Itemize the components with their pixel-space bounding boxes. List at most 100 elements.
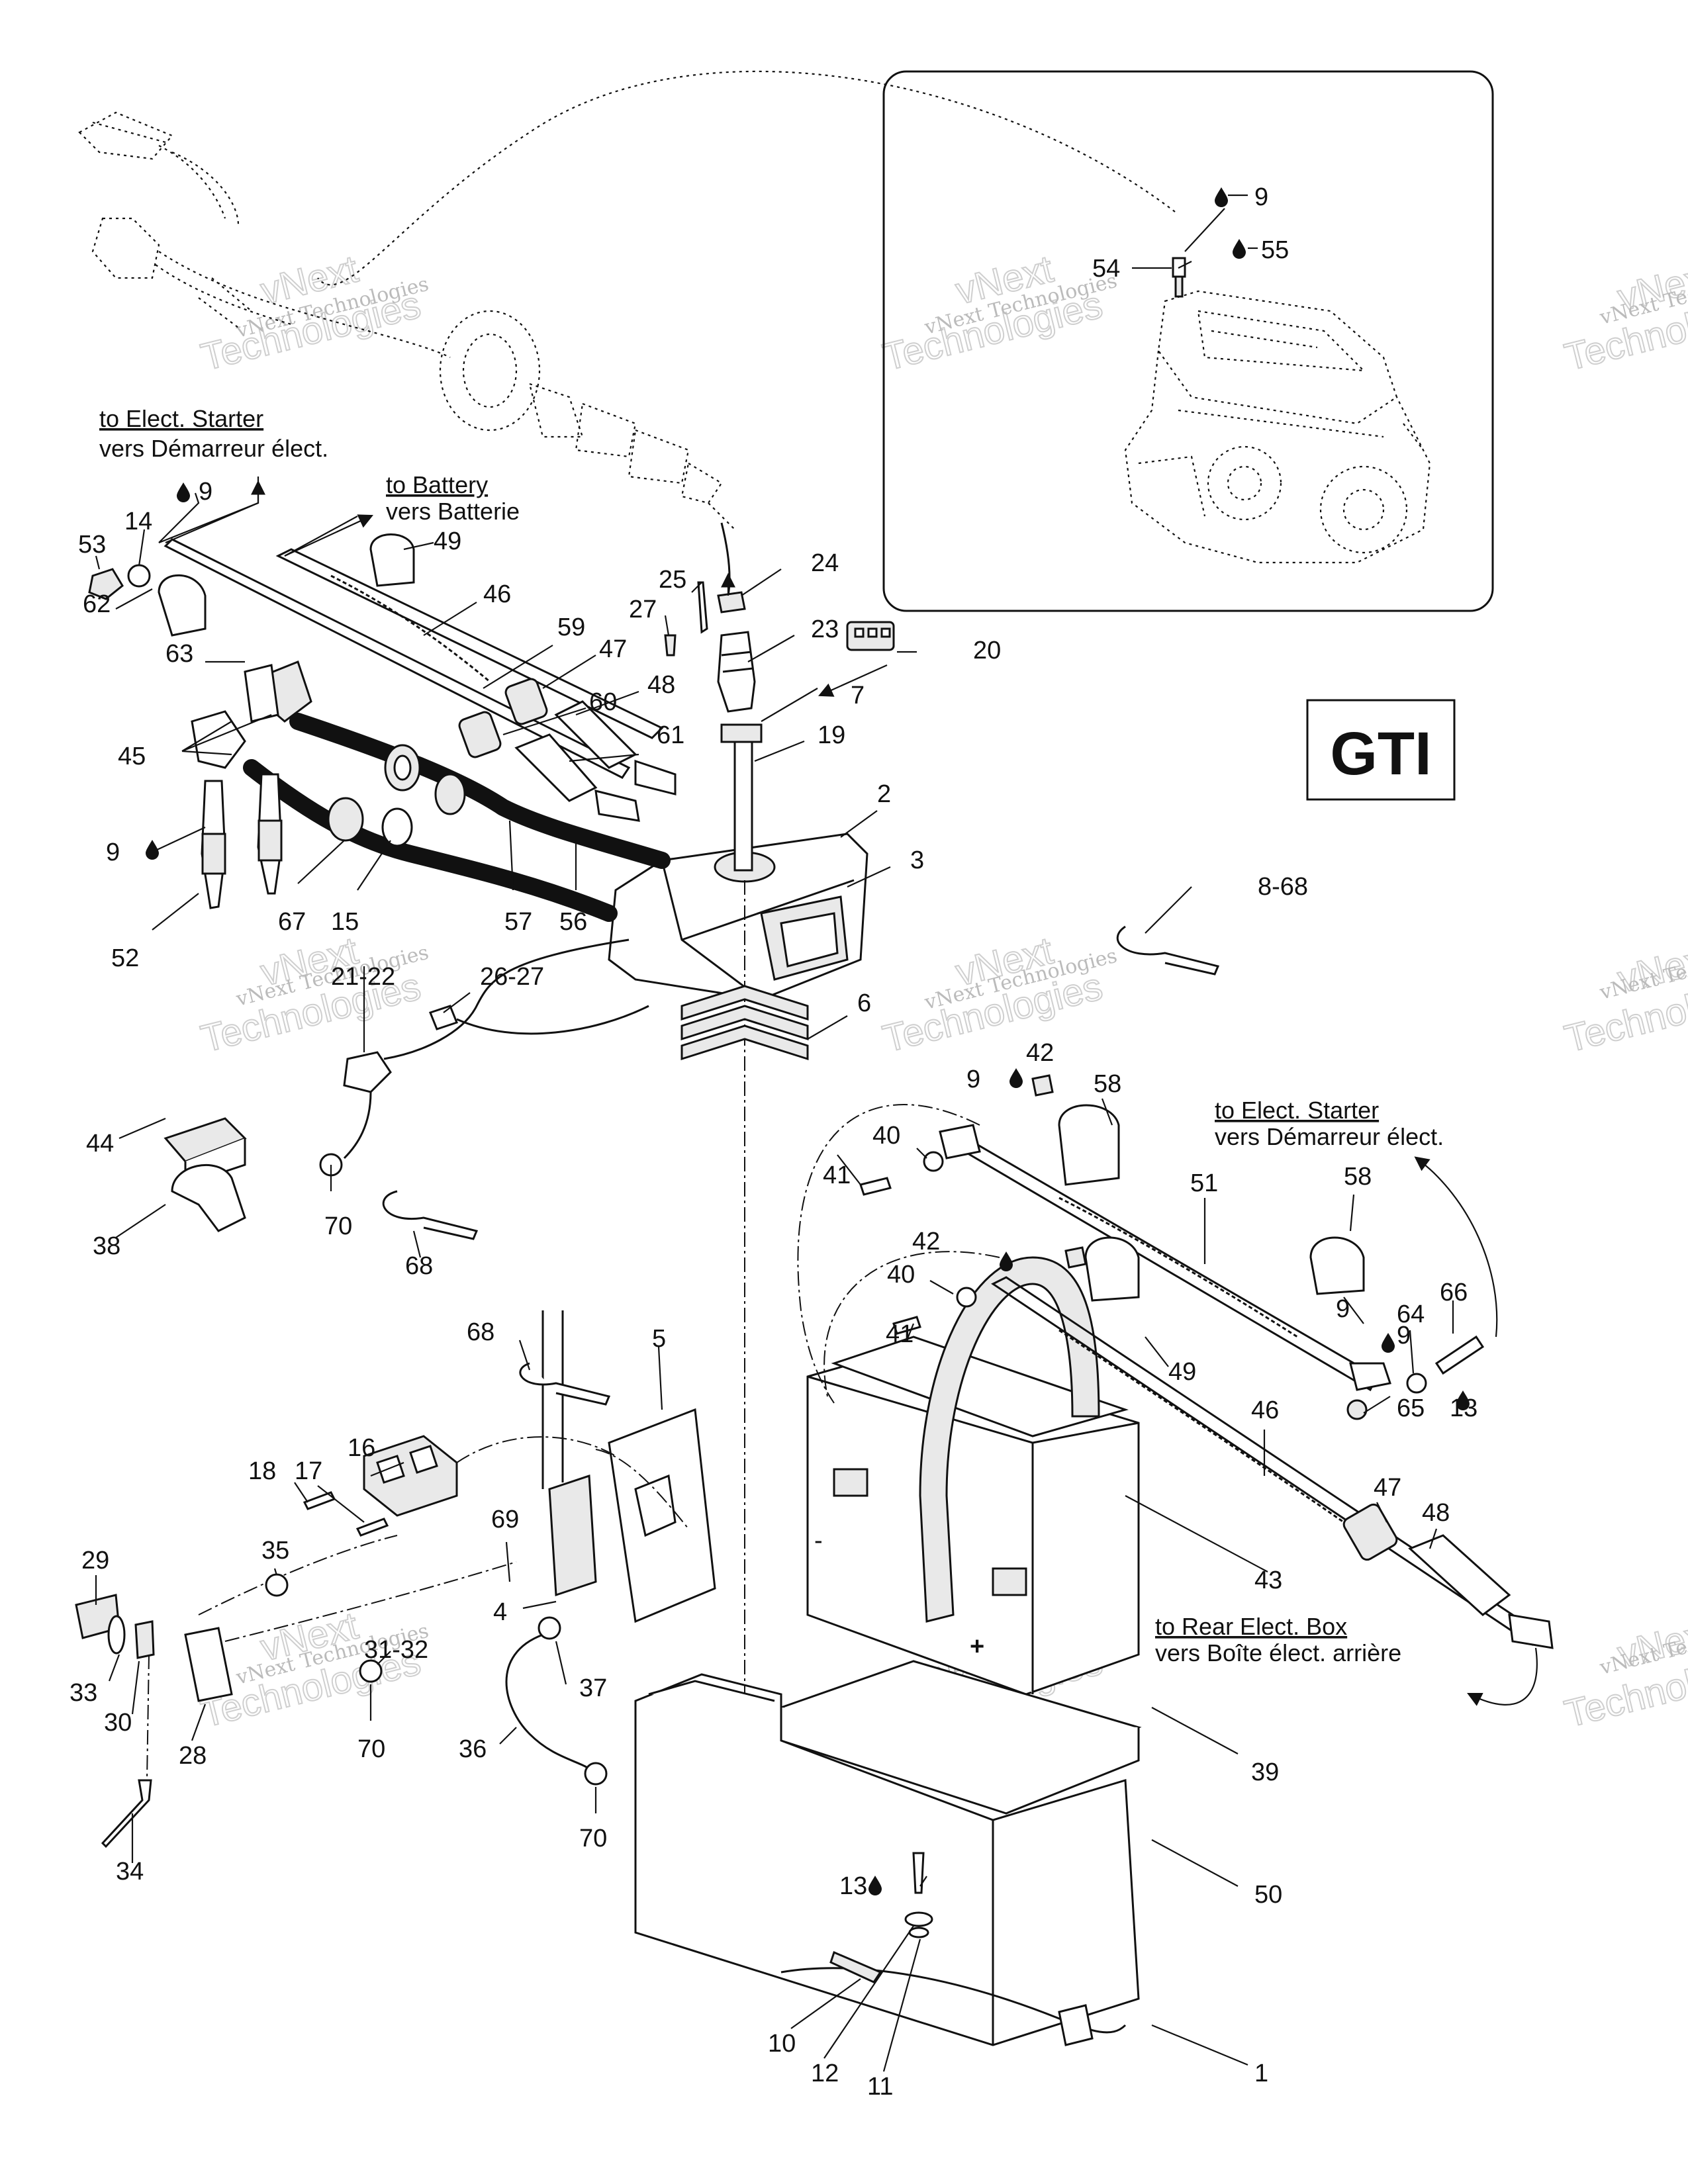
ring-terminal-70-lower xyxy=(584,1762,608,1786)
coil-4 xyxy=(548,1474,597,1597)
engine-block-illustration xyxy=(1124,290,1431,564)
sensor-54 xyxy=(1172,257,1186,298)
high-tension-lead-56 xyxy=(243,759,618,922)
lubricant-drop-icon xyxy=(1000,1251,1013,1271)
callout: 7 xyxy=(851,682,865,709)
ring-terminal-51-right xyxy=(1349,1362,1391,1391)
bolt-13-lower xyxy=(912,1852,925,1894)
callout: 62 xyxy=(83,590,111,618)
callout: 40 xyxy=(887,1261,915,1289)
ignition-lead-assembly xyxy=(191,660,671,922)
nut-42-upper xyxy=(1031,1074,1054,1097)
boot-62 xyxy=(158,574,207,637)
washer-14 xyxy=(127,564,151,588)
callout: 42 xyxy=(1026,1039,1054,1067)
callout: 21-22 xyxy=(331,963,395,991)
svg-text:vers Démarreur élect.: vers Démarreur élect. xyxy=(1215,1123,1444,1150)
callout: 64 xyxy=(1397,1300,1425,1328)
destination-labels: to Elect. Starter vers Démarreur élect. … xyxy=(99,405,1444,1666)
callout: 4 xyxy=(493,1598,507,1626)
watermark: vNext Technologies vNext Technologies xyxy=(196,929,431,1062)
model-badge: GTI xyxy=(1306,699,1456,801)
seal-7 xyxy=(720,723,763,743)
bolt-66 xyxy=(1434,1335,1485,1375)
callout: 41 xyxy=(823,1161,851,1189)
nut-53 xyxy=(88,568,124,600)
callout: 19 xyxy=(818,721,845,749)
terminal-27 xyxy=(664,634,677,657)
dest-battery: to Battery vers Batterie xyxy=(386,471,520,525)
nut-47-lower xyxy=(1342,1503,1398,1561)
watermark: vNext Technologies vNext Technologies xyxy=(878,929,1119,1062)
tube-19 xyxy=(733,740,753,872)
connector-24 xyxy=(717,591,746,614)
dest-elect-starter-right: to Elect. Starter vers Démarreur élect. xyxy=(1215,1097,1444,1150)
nut-67 xyxy=(327,797,364,842)
callout: 3 xyxy=(910,846,924,874)
boot-58-lower xyxy=(1309,1236,1365,1295)
svg-text:vers Boîte élect. arrière: vers Boîte élect. arrière xyxy=(1155,1639,1401,1666)
callout: 10 xyxy=(768,2030,796,2058)
callout: 57 xyxy=(504,908,532,936)
callout: 2 xyxy=(877,780,891,808)
callout: 47 xyxy=(1374,1474,1401,1502)
callout: 56 xyxy=(559,908,587,936)
washer-40-lower xyxy=(956,1287,977,1308)
callout: 55 xyxy=(1261,236,1289,264)
cable-46-corrugated xyxy=(330,574,491,683)
watermark: vNext Technologies vNext Technologies xyxy=(1560,1610,1688,1737)
ring-terminal-51-left xyxy=(939,1124,981,1160)
boot-48-lower xyxy=(1408,1534,1511,1616)
washer-12 xyxy=(904,1911,933,1927)
lower-left-sensors xyxy=(164,925,1220,1240)
callout: 34 xyxy=(116,1858,144,1886)
bolt-41-upper xyxy=(859,1177,892,1196)
callout: 70 xyxy=(357,1735,385,1763)
wiring-harness-illustration xyxy=(78,111,735,530)
cable-tie-8-68 xyxy=(1116,925,1220,976)
screw-34 xyxy=(101,1779,152,1848)
callout: 46 xyxy=(1251,1396,1279,1424)
starter-cables-upper xyxy=(88,477,677,822)
high-tension-lead-57 xyxy=(289,713,671,869)
callout: 58 xyxy=(1344,1163,1372,1191)
callout: 67 xyxy=(278,908,306,936)
battery-positive-mark: + xyxy=(970,1633,984,1661)
callout: 48 xyxy=(1422,1499,1450,1527)
watermark: vNext Technologies vNext Technologies xyxy=(878,247,1119,380)
ring-terminal-70-left xyxy=(359,1659,383,1683)
callout: 66 xyxy=(1440,1279,1468,1306)
callout: 41 xyxy=(886,1320,914,1348)
cable-tie-68-lower xyxy=(519,1362,611,1406)
nut-47-upper xyxy=(504,678,548,725)
callout: 60 xyxy=(589,688,617,716)
battery-tray-1 xyxy=(634,1673,1140,2046)
watermark: vNext Technologies vNext Technologies xyxy=(196,247,431,380)
tray-latch xyxy=(1058,2004,1094,2046)
boot-58-upper xyxy=(1058,1104,1120,1186)
boot-61 xyxy=(514,733,598,802)
washer-11 xyxy=(908,1927,929,1938)
callout: 39 xyxy=(1251,1758,1279,1786)
terminal-negative xyxy=(833,1468,868,1497)
callout: 20 xyxy=(973,637,1001,664)
harness-lead-to-24 xyxy=(720,522,731,596)
watermark: vNext Technologies vNext Technologies xyxy=(1560,934,1688,1062)
callout: 9 xyxy=(1254,183,1268,211)
callout: 18 xyxy=(248,1457,276,1485)
callout: 42 xyxy=(912,1228,940,1255)
lower-electronics xyxy=(75,1310,716,1848)
callout: 54 xyxy=(1092,255,1120,283)
connector-30 xyxy=(134,1620,155,1659)
nut-42-lower xyxy=(1064,1246,1087,1269)
coil-nut-59 xyxy=(384,744,421,792)
callout: 48 xyxy=(647,671,675,699)
callout: 25 xyxy=(659,566,686,594)
callout: 69 xyxy=(491,1506,519,1533)
boot-49-lower xyxy=(1084,1236,1140,1302)
battery-negative-mark: - xyxy=(814,1527,823,1555)
lubricant-drop-icon xyxy=(1382,1333,1395,1353)
callout: 44 xyxy=(86,1130,114,1158)
lock-washer-65 xyxy=(1346,1399,1368,1420)
callout: 14 xyxy=(124,508,152,535)
